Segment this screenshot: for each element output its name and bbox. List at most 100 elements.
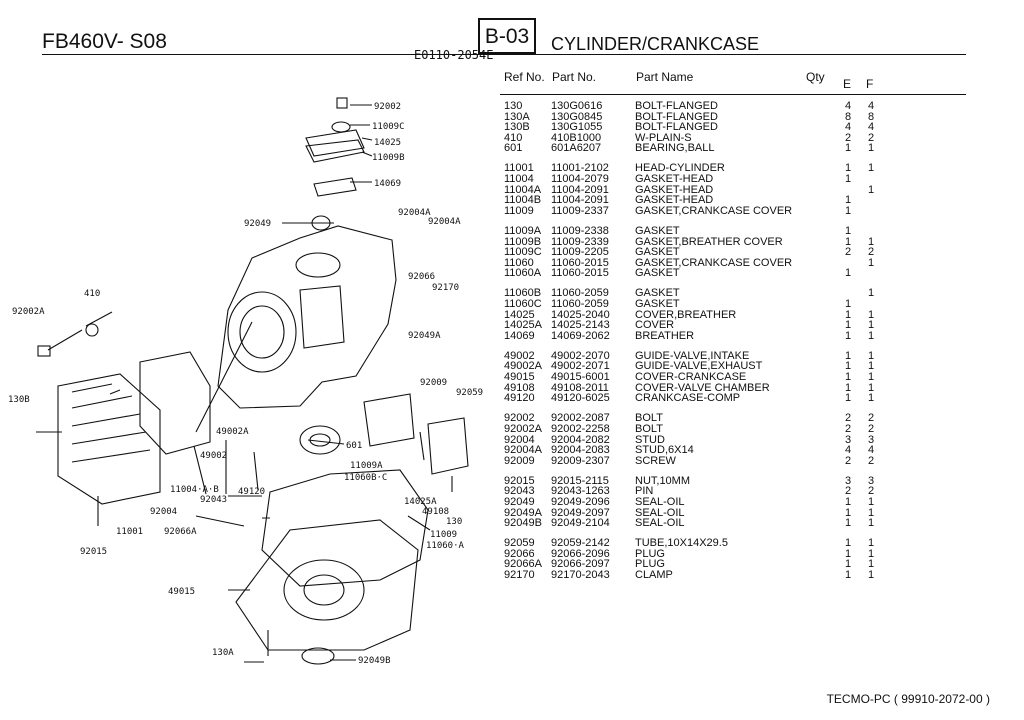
cell-ref: 92049B	[504, 517, 542, 530]
cell-part: 49015-6001	[551, 371, 610, 384]
cell-name: SEAL-OIL	[635, 496, 685, 508]
cell-ref: 92066A	[504, 558, 542, 571]
cell-e: 3	[845, 474, 852, 487]
exploded-parts-diagram: 92002 11009C 14025 11009B 14069 92004A 9…	[8, 97, 483, 666]
cell-e: 3	[845, 433, 852, 446]
diagram-label: 92002	[374, 102, 401, 112]
cell-e: 2	[845, 485, 852, 498]
cell-e: 1	[845, 537, 852, 550]
cell-name: BOLT-FLANGED	[635, 121, 718, 134]
cell-name: BOLT	[635, 422, 663, 435]
cell-e: 4	[845, 100, 852, 112]
cell-ref: 11009A	[504, 224, 542, 237]
cylinder-head-shape	[57, 373, 161, 505]
cell-e: 1	[845, 319, 852, 332]
cell-f: 1	[868, 319, 875, 332]
cell-part: 92002-2087	[551, 412, 610, 425]
diagram-label: 49108	[422, 507, 449, 517]
cell-part: 11009-2205	[551, 246, 609, 259]
diagram-label: 92170	[432, 283, 459, 293]
cell-e: 2	[845, 454, 852, 467]
cell-name: CLAMP	[635, 569, 673, 582]
diagram-label: 601	[346, 441, 362, 451]
cell-part: 11004-2091	[551, 183, 609, 196]
cell-ref: 49108	[504, 381, 535, 394]
cell-part: 14069-2062	[551, 329, 610, 342]
cell-e: 1	[845, 506, 852, 519]
diagram-label: 130A	[212, 648, 234, 658]
cell-f: 1	[868, 496, 875, 508]
diagram-label: 410	[84, 289, 100, 299]
diagram-label: 11009B	[372, 153, 405, 163]
cell-ref: 49015	[504, 371, 535, 384]
diagram-label: 92066	[408, 272, 435, 282]
header-rule	[42, 54, 966, 55]
cell-ref: 130	[504, 100, 523, 112]
cell-ref: 601	[504, 142, 523, 155]
diagram-label: 92049	[244, 219, 271, 229]
cell-ref: 92015	[504, 474, 535, 487]
diagram-label: 11001	[116, 527, 143, 537]
cell-name: SEAL-OIL	[635, 517, 685, 530]
cell-ref: 11001	[504, 162, 534, 175]
cell-name: CRANKCASE-COMP	[635, 392, 741, 405]
cell-ref: 11004A	[504, 183, 542, 196]
cell-f: 4	[868, 444, 875, 457]
cell-e: 1	[845, 235, 852, 248]
cell-f: 1	[868, 392, 875, 405]
cell-ref: 410	[504, 131, 523, 144]
cell-part: 49120-6025	[551, 392, 610, 405]
crankcase-cover-shape	[235, 519, 419, 651]
col-name-header: Part Name	[636, 70, 694, 84]
cell-e: 1	[845, 392, 852, 405]
cell-f: 1	[868, 537, 875, 550]
cell-f: 1	[868, 183, 875, 196]
diagram-label: 14025A	[404, 497, 437, 507]
cell-name: GASKET-HEAD	[635, 194, 714, 207]
cell-part: 130G1055	[551, 121, 603, 134]
cell-ref: 49002	[504, 349, 535, 362]
diagram-label: 92004	[150, 507, 177, 517]
col-part-header: Part No.	[552, 70, 597, 84]
cell-name: GASKET,BREATHER COVER	[635, 235, 783, 248]
cell-f: 2	[868, 454, 875, 467]
cell-ref: 14025A	[504, 319, 542, 332]
cell-part: 92043-1263	[551, 485, 610, 498]
cell-name: GUIDE-VALVE,INTAKE	[635, 349, 750, 362]
cell-ref: 92002A	[504, 422, 542, 435]
diagram-label: 92049B	[358, 656, 391, 666]
cell-f: 1	[868, 506, 875, 519]
cell-part: 11009-2338	[551, 224, 609, 237]
cell-ref: 11009C	[504, 246, 542, 259]
diagram-label: 92066A	[164, 527, 197, 537]
cell-f: 1	[868, 569, 875, 582]
cell-ref: 14069	[504, 329, 535, 342]
cell-f: 2	[868, 412, 875, 425]
cell-e: 1	[845, 371, 852, 384]
cell-e: 1	[845, 142, 852, 155]
diagram-label: 49015	[168, 587, 195, 597]
page-number-box: B-03	[478, 18, 536, 54]
cell-e: 1	[845, 308, 852, 321]
cell-name: COVER-CRANKCASE	[635, 371, 747, 384]
diagram-label: 130	[446, 517, 462, 527]
cell-part: 92059-2142	[551, 537, 610, 550]
cell-name: BOLT-FLANGED	[635, 100, 718, 112]
cell-part: 49002-2070	[551, 349, 610, 362]
